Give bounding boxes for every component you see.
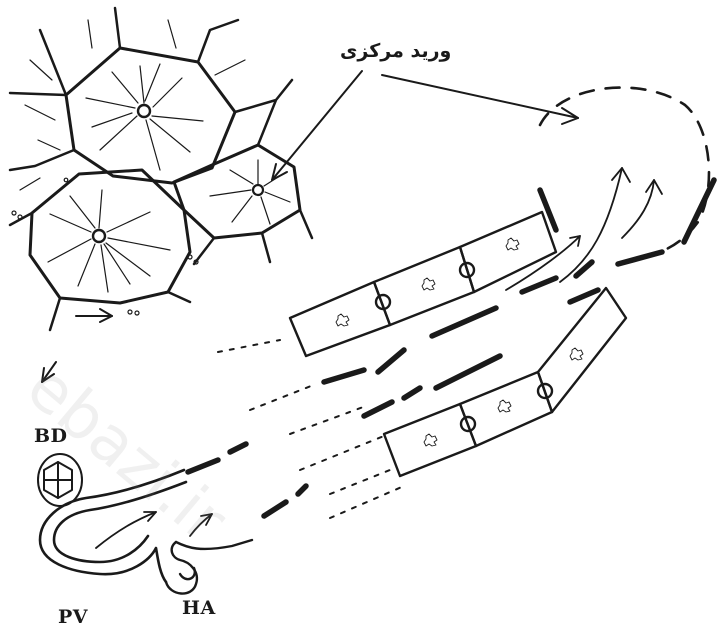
central-vein-lower: [93, 230, 105, 242]
hepatocyte: [290, 282, 390, 356]
lobule-upper: [66, 48, 235, 183]
triad-arrow-right: [76, 309, 112, 322]
central-vein-right: [253, 185, 263, 195]
portal-vein-label: PV: [58, 606, 88, 628]
central-vein-label: ورید مرکزی: [340, 40, 451, 62]
lobule-lower: [30, 170, 190, 303]
central-vein-upper: [138, 105, 150, 117]
flow-arrows: [96, 168, 662, 548]
sinusoid-dots: [218, 340, 404, 518]
hepatic-plate-lower: [384, 288, 626, 476]
hepatocyte: [384, 404, 476, 476]
hepatic-artery-label: HA: [182, 597, 216, 619]
triad-arrow-down: [42, 362, 56, 382]
hepatocyte: [460, 372, 552, 446]
hepatic-artery: [166, 540, 252, 594]
hepatocyte: [460, 212, 556, 292]
label-pointer-arrows: [272, 71, 578, 180]
bile-duct-label: BD: [34, 425, 68, 447]
central-vein-circle: [540, 88, 709, 252]
bile-duct: [38, 454, 82, 506]
portal-vein: [40, 470, 186, 582]
hepatocyte: [374, 247, 474, 325]
lobule-cluster: [10, 8, 312, 330]
